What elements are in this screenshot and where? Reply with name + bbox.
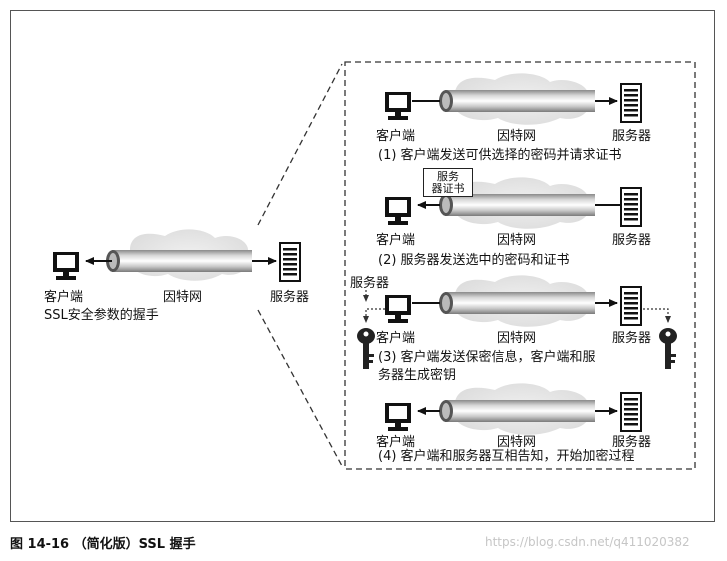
step1-client-label: 客户端: [376, 129, 416, 144]
step2-internet-label: 因特网: [497, 233, 537, 248]
server-key-icon: [659, 328, 677, 369]
step1-client-icon: [385, 92, 411, 120]
step1-server-label: 服务器: [612, 129, 652, 144]
step3-server-label: 服务器: [612, 331, 652, 346]
step4-server-icon: [620, 392, 642, 432]
step2-tunnel: [439, 177, 595, 229]
step2-description: (2) 服务器发送选中的密码和证书: [378, 253, 570, 268]
step3-internet-label: 因特网: [497, 331, 537, 346]
step4-tunnel: [439, 383, 595, 435]
server-certificate-badge: 服务 器证书: [423, 168, 473, 197]
step3-tunnel: [439, 275, 595, 327]
figure-frame: [10, 10, 715, 522]
client-key-icon: [357, 328, 375, 369]
step4-client-icon: [385, 403, 411, 431]
overview-tunnel: [106, 229, 252, 281]
step3-client-icon: [385, 295, 411, 323]
step3-server-key-arrow: [643, 308, 671, 323]
step4-internet-label: 因特网: [497, 435, 537, 450]
zoom-line-bottom: [257, 309, 343, 467]
step3-description-line1: (3) 客户端发送保密信息，客户端和服: [378, 350, 596, 365]
step3-server-icon: [620, 286, 642, 326]
overview-client-icon: [53, 252, 79, 280]
overview-client-label: 客户端: [44, 290, 84, 305]
zoom-line-top: [257, 63, 343, 226]
step1-internet-label: 因特网: [497, 129, 537, 144]
overview-server-icon: [279, 242, 301, 282]
step1-server-icon: [620, 83, 642, 123]
cert-badge-line2: 器证书: [431, 182, 465, 195]
step4-description: (4) 客户端和服务器互相告知，开始加密过程: [378, 449, 635, 464]
figure-caption: 图 14-16 （简化版）SSL 握手: [10, 537, 196, 552]
overview-internet-label: 因特网: [163, 290, 203, 305]
detail-box: [344, 61, 696, 470]
step2-server-icon: [620, 187, 642, 227]
step3-server-secret-label: 服务器: [350, 276, 390, 291]
watermark: https://blog.csdn.net/q411020382: [485, 535, 690, 549]
step3-client-label: 客户端: [376, 331, 416, 346]
cert-badge-line1: 服务: [437, 170, 459, 183]
overview-caption: SSL安全参数的握手: [44, 308, 159, 323]
step2-client-label: 客户端: [376, 233, 416, 248]
step1-tunnel: [439, 73, 595, 125]
step2-client-icon: [385, 197, 411, 225]
step2-server-label: 服务器: [612, 233, 652, 248]
step4-server-label: 服务器: [612, 435, 652, 450]
step1-description: (1) 客户端发送可供选择的密码并请求证书: [378, 148, 622, 163]
overview-server-label: 服务器: [270, 290, 310, 305]
step3-description-line2: 务器生成密钥: [378, 368, 457, 383]
step4-client-label: 客户端: [376, 435, 416, 450]
step3-client-key-arrow: [363, 308, 385, 323]
